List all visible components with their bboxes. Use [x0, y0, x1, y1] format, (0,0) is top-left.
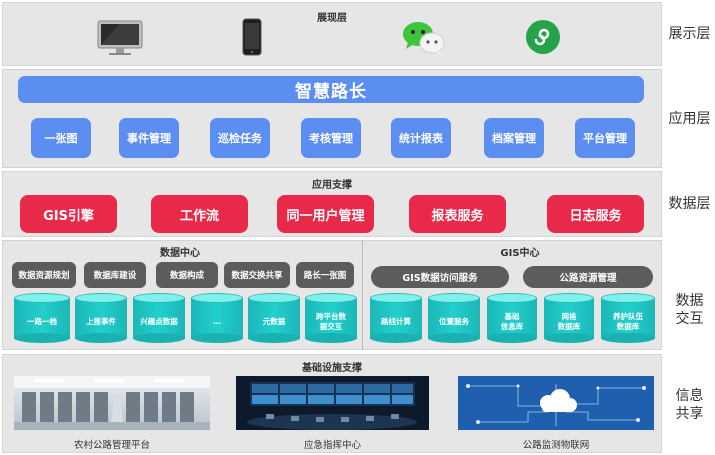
module-assessment: 考核管理 — [301, 118, 361, 158]
gis-store-location-service: 位置服务 — [428, 293, 480, 343]
support-layer-title: 应用支撑 — [312, 180, 352, 191]
side-label-data-exchange: 数据 交互 — [675, 293, 704, 327]
dc-function-data-exchange: 数据交换共享 — [224, 262, 290, 288]
dc-store-ellipsis: … — [191, 293, 243, 343]
module-archive-management: 档案管理 — [484, 118, 544, 158]
caption-emergency-command-center: 应急指挥中心 — [303, 440, 361, 451]
support-unified-user: 同一用户管理 — [277, 195, 374, 233]
dc-store-cross-platform: 跨平台数 据交互 — [305, 293, 357, 343]
infrastructure-layer-title: 基础设施支撑 — [302, 363, 362, 374]
module-statistics-report: 统计报表 — [391, 118, 451, 158]
presentation-layer-title: 展现层 — [317, 13, 347, 24]
dc-store-reported-events: 上报事件 — [75, 293, 127, 343]
dc-function-database-build: 数据库建设 — [84, 262, 146, 288]
data-center-title: 数据中心 — [160, 248, 200, 259]
gis-center-title: GIS中心 — [500, 248, 540, 259]
monitor-icon — [97, 20, 143, 60]
wechat-icon — [402, 20, 446, 60]
support-workflow: 工作流 — [151, 195, 248, 233]
gis-store-grid-db: 网格 数据库 — [544, 293, 594, 343]
side-label-application: 应用层 — [668, 110, 711, 127]
photo-road-monitoring-iot — [458, 376, 654, 430]
gis-store-basic-info: 基础 信息库 — [487, 293, 537, 343]
dc-function-resource-planning: 数据资源规划 — [12, 262, 76, 288]
dc-store-metadata: 元数据 — [248, 293, 300, 343]
smart-road-chief-bar: 智慧路长 — [18, 76, 644, 103]
side-label-presentation: 展示层 — [668, 26, 711, 42]
module-overview-map: 一张图 — [31, 118, 91, 158]
photo-rural-road-platform — [14, 376, 210, 430]
side-label-info-sharing: 信息 共享 — [675, 388, 704, 422]
module-event-management: 事件管理 — [119, 118, 179, 158]
module-inspection-task: 巡检任务 — [210, 118, 270, 158]
dc-function-road-chief-map: 路长一张图 — [296, 262, 354, 288]
mini-program-icon — [524, 18, 562, 60]
center-divider — [362, 240, 363, 350]
caption-rural-road-platform: 农村公路管理平台 — [73, 440, 150, 451]
gis-function-road-resource: 公路资源管理 — [523, 266, 653, 288]
gis-store-maintenance-team: 养护队伍 数据库 — [601, 293, 655, 343]
gis-store-route-calc: 路线计算 — [370, 293, 422, 343]
support-log-service: 日志服务 — [547, 195, 644, 233]
gis-function-data-access: GIS数据访问服务 — [371, 266, 509, 288]
dc-store-one-road-file: 一路一档 — [14, 293, 70, 343]
dc-function-data-composition: 数据构成 — [156, 262, 218, 288]
side-label-data: 数据层 — [668, 196, 711, 212]
support-gis-engine: GIS引擎 — [20, 195, 117, 233]
module-platform-management: 平台管理 — [575, 118, 635, 158]
caption-road-monitoring-iot: 公路监测物联网 — [522, 440, 590, 451]
smartphone-icon — [240, 18, 264, 60]
dc-store-poi-data: 兴趣点数据 — [133, 293, 185, 343]
photo-emergency-command-center — [236, 376, 429, 430]
support-report-service: 报表服务 — [409, 195, 506, 233]
